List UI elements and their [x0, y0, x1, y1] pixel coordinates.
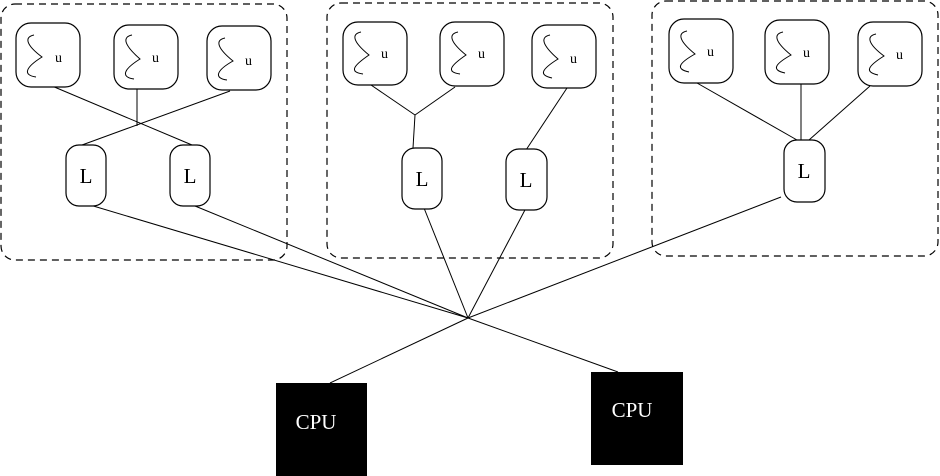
thread-wave-icon: [218, 37, 234, 81]
lwp-label: L: [80, 164, 93, 188]
cpu-block: CPU: [591, 372, 683, 465]
thread-label: u: [152, 51, 159, 66]
thread-wave-icon: [125, 34, 141, 80]
lwp-node: L: [401, 147, 443, 210]
lwp-node: L: [169, 144, 211, 207]
thread-label: u: [381, 47, 388, 62]
edge: [329, 317, 469, 384]
thread-wave-icon: [451, 31, 467, 75]
cpu-block: CPU: [276, 383, 367, 476]
user-thread: u: [764, 19, 830, 85]
user-thread: u: [206, 25, 272, 91]
edge: [467, 207, 527, 319]
thread-label: u: [896, 48, 903, 63]
lwp-node: L: [783, 139, 826, 203]
edge: [81, 90, 231, 146]
thread-label: u: [55, 51, 62, 66]
cpu-label: CPU: [296, 410, 337, 434]
thread-label: u: [478, 47, 485, 62]
thread-label: u: [803, 46, 810, 61]
edge: [89, 204, 469, 319]
edge: [370, 84, 416, 116]
lwp-label: L: [520, 168, 533, 192]
thread-wave-icon: [680, 30, 696, 73]
thread-label: u: [707, 45, 714, 60]
edge: [414, 86, 456, 116]
thread-wave-icon: [869, 33, 885, 76]
thread-wave-icon: [543, 34, 559, 79]
user-thread: u: [668, 18, 734, 84]
thread-wave-icon: [354, 31, 370, 75]
lwp-label: L: [798, 159, 811, 183]
user-thread: u: [113, 24, 179, 90]
edge: [423, 207, 469, 319]
thread-wave-icon: [776, 31, 792, 74]
edge: [696, 82, 798, 141]
thread-label: u: [570, 52, 577, 67]
edge: [412, 114, 416, 149]
lwp-label: L: [184, 164, 197, 188]
user-thread: u: [15, 22, 81, 88]
edge: [51, 85, 193, 146]
edge: [467, 317, 619, 373]
user-thread: u: [342, 21, 408, 86]
lwp-node: L: [505, 148, 548, 211]
lwp-node: L: [65, 144, 107, 207]
edge: [467, 196, 782, 319]
thread-label: u: [245, 54, 252, 69]
user-thread: u: [857, 21, 923, 87]
edge: [808, 85, 871, 141]
user-thread: u: [439, 21, 505, 87]
edge: [525, 87, 568, 151]
cpu-label: CPU: [612, 398, 653, 422]
lwp-label: L: [416, 167, 429, 191]
thread-wave-icon: [27, 34, 43, 78]
user-thread: u: [531, 24, 597, 89]
edge: [194, 205, 469, 319]
